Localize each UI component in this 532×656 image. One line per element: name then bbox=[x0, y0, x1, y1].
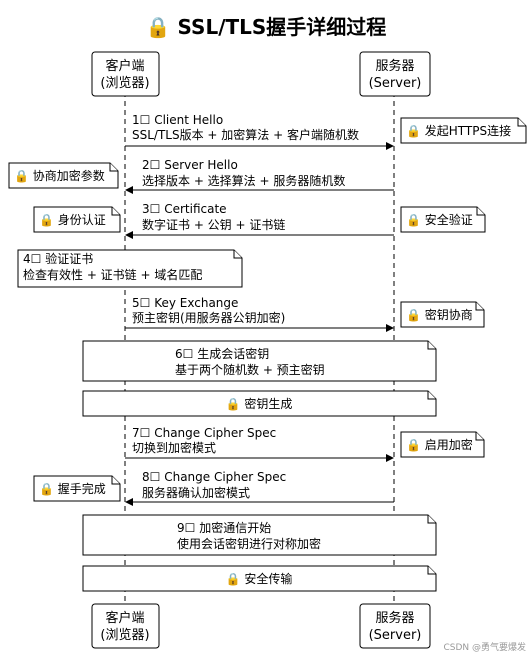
arrow-head bbox=[125, 231, 133, 239]
arrow-head bbox=[125, 186, 133, 194]
note-handshake-complete: 🔒 握手完成 bbox=[33, 475, 121, 502]
server-actor-name: 服务器 bbox=[375, 610, 414, 626]
note-key-generation: 🔒 密钥生成 bbox=[82, 390, 437, 417]
note-enable-encryption: 🔒 启用加密 bbox=[400, 431, 485, 458]
message-detail: 切换到加密模式 bbox=[132, 440, 216, 455]
note-text-line1: 6☐ 生成会话密钥 bbox=[175, 346, 269, 361]
message-label: 7☐ Change Cipher Spec bbox=[132, 426, 276, 440]
note-text: 🔒 密钥生成 bbox=[226, 396, 293, 411]
message-detail: 预主密钥(用服务器公钥加密) bbox=[132, 310, 285, 325]
note-text-line1: 9☐ 加密通信开始 bbox=[177, 520, 271, 535]
client-actor-name: 客户端 bbox=[105, 58, 144, 74]
client-actor-subtitle: (浏览器) bbox=[100, 75, 149, 91]
note-security-verify: 🔒 安全验证 bbox=[400, 206, 486, 233]
note-text: 🔒 启用加密 bbox=[406, 437, 473, 452]
note-text: 🔒 安全传输 bbox=[226, 571, 293, 586]
message-server-hello: 2☐ Server Hello 选择版本 + 选择算法 + 服务器随机数 bbox=[125, 158, 394, 194]
arrow-head bbox=[125, 498, 133, 506]
note-generate-session-key: 6☐ 生成会话密钥 基于两个随机数 + 预主密钥 bbox=[82, 340, 437, 382]
note-secure-transfer: 🔒 安全传输 bbox=[82, 565, 437, 592]
server-actor-top: 服务器 (Server) bbox=[359, 51, 431, 97]
watermark: CSDN @勇气要爆发 bbox=[443, 641, 526, 653]
client-actor-bottom: 客户端 (浏览器) bbox=[91, 603, 160, 649]
message-key-exchange: 5☐ Key Exchange 预主密钥(用服务器公钥加密) bbox=[125, 296, 394, 332]
message-detail: SSL/TLS版本 + 加密算法 + 客户端随机数 bbox=[132, 127, 359, 142]
note-verify-certificate: 4☐ 验证证书 检查有效性 + 证书链 + 域名匹配 bbox=[17, 249, 243, 288]
note-text: 🔒 握手完成 bbox=[39, 481, 106, 496]
message-label: 2☐ Server Hello bbox=[142, 158, 238, 172]
message-client-hello: 1☐ Client Hello SSL/TLS版本 + 加密算法 + 客户端随机… bbox=[125, 113, 394, 150]
message-label: 1☐ Client Hello bbox=[132, 113, 223, 127]
note-text-line2: 使用会话密钥进行对称加密 bbox=[177, 536, 321, 551]
server-actor-name: 服务器 bbox=[375, 58, 414, 74]
message-detail: 服务器确认加密模式 bbox=[142, 485, 250, 500]
note-text-line2: 基于两个随机数 + 预主密钥 bbox=[175, 362, 325, 377]
note-text-line2: 检查有效性 + 证书链 + 域名匹配 bbox=[23, 267, 202, 282]
client-actor-subtitle: (浏览器) bbox=[100, 627, 149, 643]
note-text-line1: 4☐ 验证证书 bbox=[23, 251, 93, 266]
message-label: 3☐ Certificate bbox=[142, 202, 227, 216]
note-text: 🔒 身份认证 bbox=[39, 212, 106, 227]
arrow-head bbox=[386, 324, 394, 332]
note-identity-auth: 🔒 身份认证 bbox=[33, 206, 121, 233]
note-text: 🔒 协商加密参数 bbox=[14, 168, 105, 183]
arrow-head bbox=[386, 142, 394, 150]
note-text: 🔒 密钥协商 bbox=[406, 307, 473, 322]
server-actor-subtitle: (Server) bbox=[369, 628, 422, 643]
client-actor-top: 客户端 (浏览器) bbox=[91, 51, 160, 97]
note-negotiate-params: 🔒 协商加密参数 bbox=[8, 162, 119, 189]
server-actor-subtitle: (Server) bbox=[369, 76, 422, 91]
diagram-title: 🔒 SSL/TLS握手详细过程 bbox=[146, 15, 387, 39]
message-change-cipher-spec-server: 8☐ Change Cipher Spec 服务器确认加密模式 bbox=[125, 470, 394, 506]
note-text: 🔒 安全验证 bbox=[406, 212, 473, 227]
message-detail: 数字证书 + 公钥 + 证书链 bbox=[142, 217, 285, 232]
note-https-connection: 🔒 发起HTTPS连接 bbox=[400, 117, 527, 144]
message-change-cipher-spec-client: 7☐ Change Cipher Spec 切换到加密模式 bbox=[125, 426, 394, 462]
server-actor-bottom: 服务器 (Server) bbox=[359, 603, 431, 649]
message-label: 5☐ Key Exchange bbox=[132, 296, 238, 310]
client-actor-name: 客户端 bbox=[105, 610, 144, 626]
message-label: 8☐ Change Cipher Spec bbox=[142, 470, 286, 484]
note-text: 🔒 发起HTTPS连接 bbox=[406, 123, 511, 138]
note-encrypted-communication: 9☐ 加密通信开始 使用会话密钥进行对称加密 bbox=[82, 514, 437, 556]
arrow-head bbox=[386, 454, 394, 462]
note-key-negotiation: 🔒 密钥协商 bbox=[400, 301, 485, 328]
message-certificate: 3☐ Certificate 数字证书 + 公钥 + 证书链 bbox=[125, 202, 394, 239]
message-detail: 选择版本 + 选择算法 + 服务器随机数 bbox=[142, 173, 345, 188]
